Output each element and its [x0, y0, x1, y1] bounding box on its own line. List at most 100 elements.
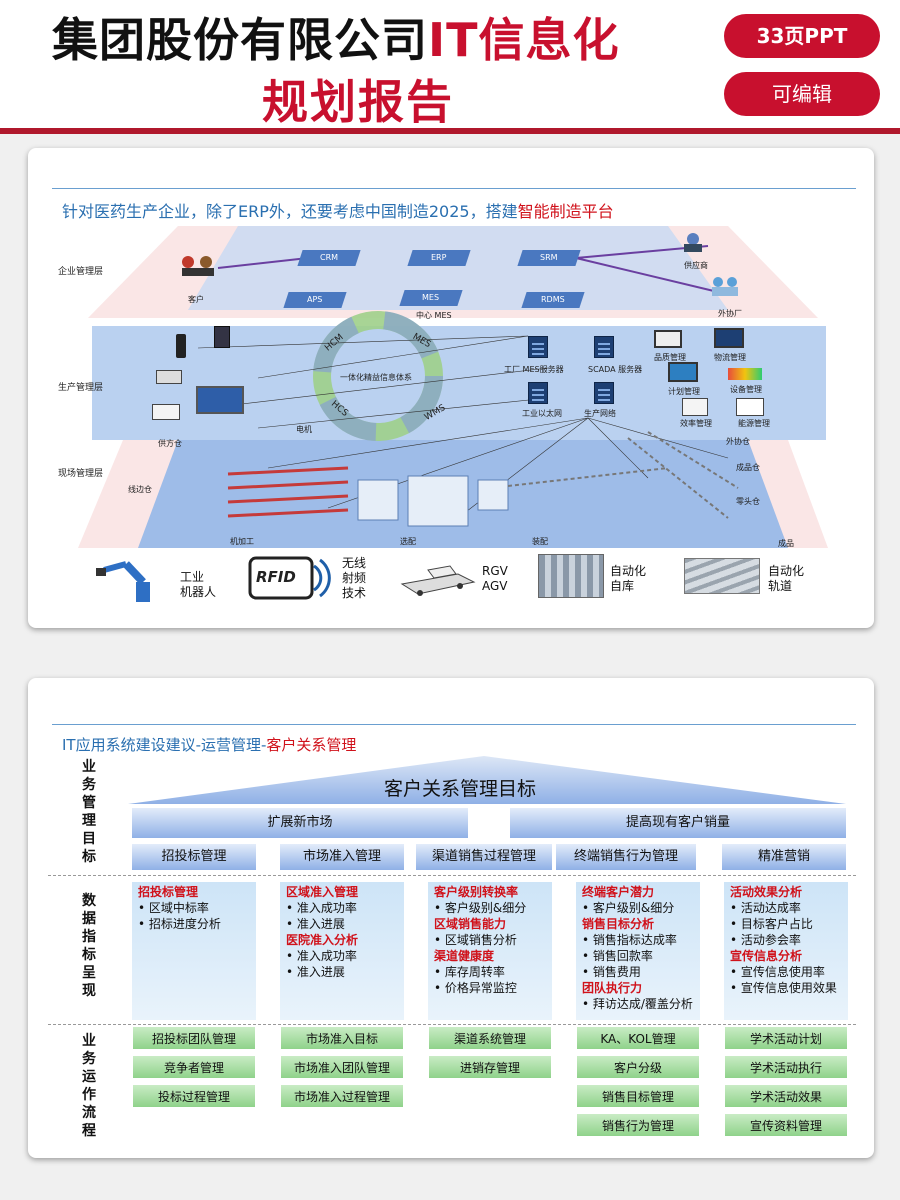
rail-label-line2: 轨道 [768, 579, 793, 593]
metric-item: • 准入成功率 [286, 949, 357, 963]
side-label-goals: 业务管理目标 [78, 758, 100, 866]
process-item: 渠道系统管理 [428, 1026, 552, 1050]
category-channel-sales: 渠道销售过程管理 [416, 844, 552, 870]
slide-title-highlight: 智能制造平台 [517, 202, 614, 221]
rfid-text: RFID [256, 568, 296, 586]
editable-badge: 可编辑 [724, 72, 880, 116]
page-title: 集团股份有限公司IT信息化 [52, 4, 620, 70]
process-item: 竞争者管理 [132, 1055, 256, 1079]
main-goal: 客户关系管理目标 [384, 778, 537, 800]
metrics-channel-sales: 客户级别转换率• 客户级别&细分区域销售能力• 区域销售分析渠道健康度• 库存周… [428, 882, 552, 1020]
side-label-char: 呈 [82, 965, 96, 981]
label-printer-icon [152, 404, 180, 420]
title-part2: IT信息化 [428, 13, 620, 67]
rdms-node: RDMS [521, 292, 585, 308]
pages-badge: 33页PPT [724, 14, 880, 58]
process-item: 进销存管理 [428, 1055, 552, 1079]
rail-label: 自动化轨道 [768, 564, 804, 594]
equipment-icon [728, 368, 762, 380]
category-precision-marketing: 精准营销 [722, 844, 846, 870]
slide-rule [52, 724, 856, 725]
agv-label-line2: AGV [482, 579, 508, 593]
quality-label: 品质管理 [654, 353, 686, 362]
slide-smart-manufacturing[interactable]: 针对医药生产企业，除了ERP外，还要考虑中国制造2025，搭建智能制造平台 [28, 148, 874, 628]
rdms-label: RDMS [541, 295, 565, 304]
metric-item: • 准入进展 [286, 917, 345, 931]
aps-node: APS [283, 292, 347, 308]
process-item: 市场准入团队管理 [280, 1055, 404, 1079]
metric-item: • 宣传信息使用率 [730, 965, 825, 979]
agv-label-line1: RGV [482, 564, 508, 578]
outsource-icon [708, 274, 742, 296]
outsource-label: 外协厂 [718, 309, 742, 318]
energy-icon [736, 398, 764, 416]
metric-heading: 区域销售能力 [434, 917, 507, 931]
side-label-char: 标 [82, 849, 96, 865]
process-item: 投标过程管理 [132, 1084, 256, 1108]
section-divider [48, 875, 856, 876]
metric-heading: 客户级别转换率 [434, 885, 519, 899]
metric-heading: 招投标管理 [138, 885, 199, 899]
side-label-char: 程 [82, 1123, 96, 1139]
product-wh-label: 成品仓 [736, 463, 760, 472]
side-label-char: 标 [82, 947, 96, 963]
metric-heading: 宣传信息分析 [730, 949, 803, 963]
rfid-label-line2: 射频 [342, 571, 367, 585]
prod-network-label: 生产网络 [584, 409, 616, 418]
process-item: 学术活动效果 [724, 1084, 848, 1108]
metric-item: • 活动达成率 [730, 901, 801, 915]
srm-label: SRM [540, 253, 558, 262]
goal-roof [128, 756, 846, 804]
process-item: 学术活动执行 [724, 1055, 848, 1079]
side-label-char: 理 [82, 813, 96, 829]
section-divider [48, 1024, 856, 1025]
ethernet-switch-icon [528, 382, 548, 404]
slide-title-text: 针对医药生产企业，除了ERP外，还要考虑中国制造2025，搭建 [62, 202, 518, 221]
page-header: 集团股份有限公司IT信息化 规划报告 33页PPT 可编辑 [0, 0, 900, 134]
supplier-label: 供应商 [684, 261, 708, 270]
rfid-label-line3: 技术 [342, 586, 367, 600]
side-label-char: 管 [82, 795, 96, 811]
erp-label: ERP [431, 253, 447, 262]
metric-item: • 目标客户占比 [730, 917, 813, 931]
crm-label: CRM [319, 253, 339, 262]
process-item: 宣传资料管理 [724, 1113, 848, 1137]
parts-wh-label: 零头仓 [736, 497, 760, 506]
side-label-char: 业 [82, 759, 96, 775]
slide-crm[interactable]: IT应用系统建设建议-运营管理-客户关系管理 业务管理目标 数据指标呈现 业务运… [28, 678, 874, 1158]
assembly-sel-label: 选配 [400, 537, 416, 546]
cycle-center-label: 一体化精益信息体系 [340, 373, 412, 382]
process-item: 市场准入目标 [280, 1026, 404, 1050]
slide-rule [52, 188, 856, 189]
manufacturing-diagram: 企业管理层 生产管理层 现场管理层 CRM ERP SRM APS MES RD… [28, 218, 874, 548]
metric-item: • 库存周转率 [434, 965, 505, 979]
robot-label-line1: 工业 [180, 570, 205, 584]
customer-label: 客户 [188, 295, 204, 304]
workstation-icon [196, 386, 244, 414]
metrics-market-access: 区域准入管理• 准入成功率• 准入进展医院准入分析• 准入成功率• 准入进展 [280, 882, 404, 1020]
slide-title-highlight: 客户关系管理 [266, 736, 357, 754]
metric-item: • 区域中标率 [138, 901, 209, 915]
rail-label-line1: 自动化 [768, 564, 805, 578]
metric-item: • 招标进度分析 [138, 917, 221, 931]
warehouse-label-line1: 自动化 [610, 564, 647, 578]
metric-item: • 客户级别&细分 [434, 901, 527, 915]
metric-heading: 区域准入管理 [286, 885, 359, 899]
scanner-icon [156, 370, 182, 384]
category-bidding: 招投标管理 [132, 844, 256, 870]
slide-title: 针对医药生产企业，除了ERP外，还要考虑中国制造2025，搭建智能制造平台 [62, 198, 614, 222]
ethernet-label: 工业以太网 [522, 409, 562, 418]
side-wh-label: 线边仓 [128, 485, 152, 494]
metric-item: • 活动参会率 [730, 933, 801, 947]
assembly-label: 装配 [532, 537, 548, 546]
goal-expand-market: 扩展新市场 [132, 808, 468, 838]
metric-item: • 准入成功率 [286, 901, 357, 915]
side-label-char: 运 [82, 1069, 96, 1085]
side-label-process: 业务运作流程 [78, 1032, 100, 1140]
metric-heading: 活动效果分析 [730, 885, 803, 899]
rfid-label: 无线射频技术 [342, 556, 366, 601]
factory-mes-label: 工厂 MES服务器 [504, 365, 564, 374]
metrics-precision-marketing: 活动效果分析 • 活动达成率 • 目标客户占比 • 活动参会率宣传信息分析 • 宣传信息… [724, 882, 848, 1020]
